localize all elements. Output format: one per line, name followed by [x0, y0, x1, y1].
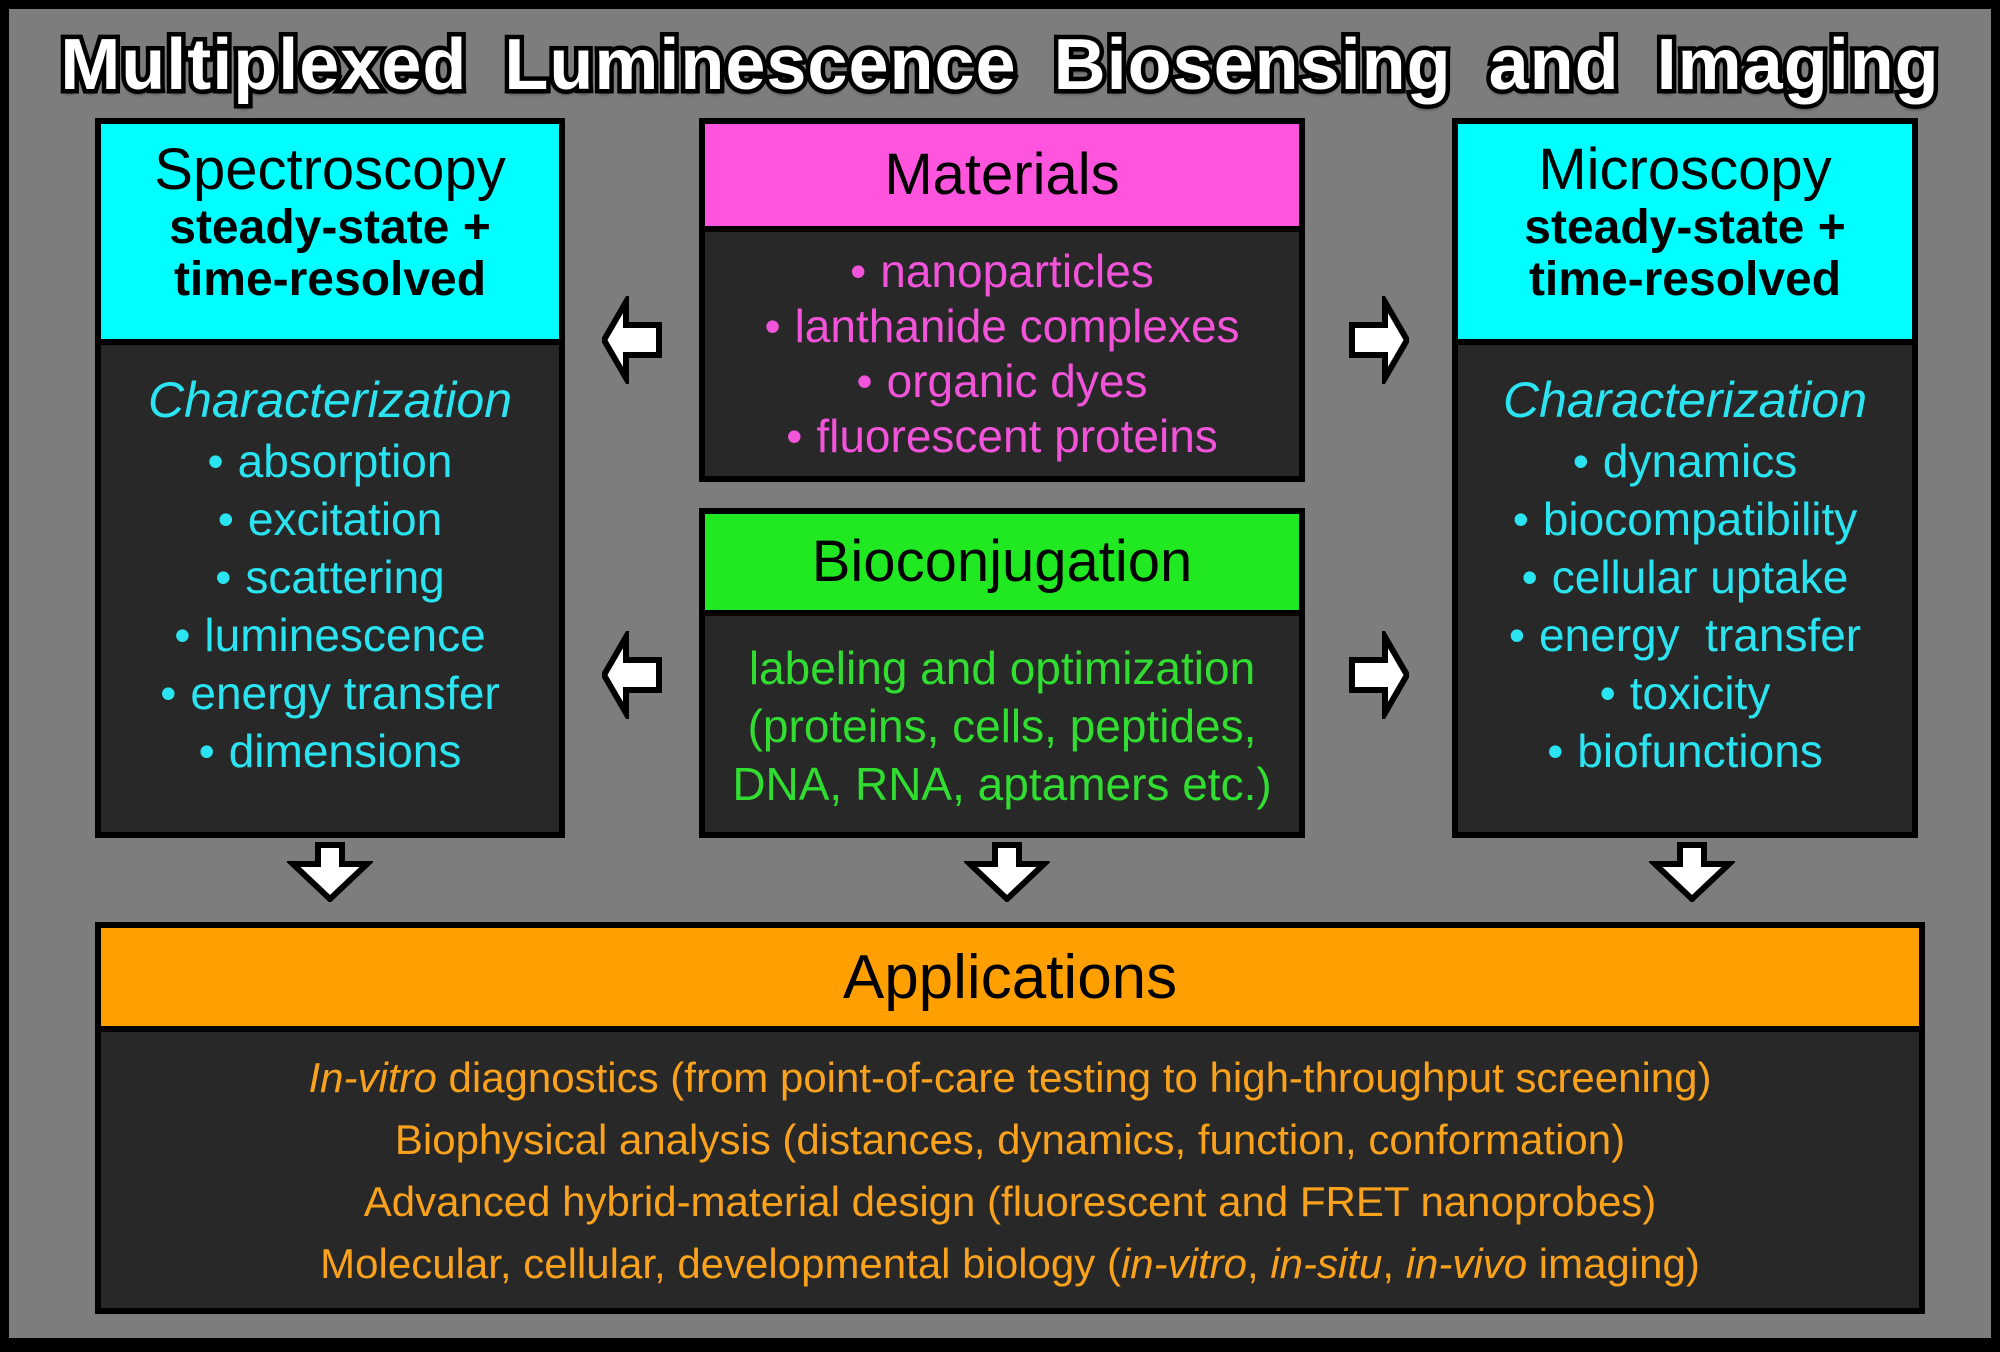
list-item: •dimensions: [198, 725, 462, 777]
applications-body: In-vitro diagnostics (from point-of-care…: [101, 1032, 1919, 1295]
applications-line: In-vitro diagnostics (from point-of-care…: [308, 1054, 1712, 1101]
materials-body: •nanoparticles •lanthanide complexes •or…: [705, 232, 1299, 464]
bullet-icon: •: [786, 410, 803, 462]
applications-line: Biophysical analysis (distances, dynamic…: [394, 1116, 1626, 1163]
bullet-icon: •: [1521, 551, 1538, 603]
microscopy-sub2: time-resolved: [1528, 253, 1842, 306]
applications-line: Advanced hybrid-material design (fluores…: [363, 1178, 1657, 1225]
bioconjugation-line: (proteins, cells, peptides,: [747, 700, 1257, 752]
spectroscopy-body: Characterization •absorption •excitation…: [101, 345, 559, 780]
list-item: •excitation: [217, 493, 443, 545]
list-item: •fluorescent proteins: [786, 410, 1218, 462]
materials-title: Materials: [884, 142, 1120, 207]
left-arrow-icon: [602, 296, 662, 384]
bullet-icon: •: [217, 493, 234, 545]
bullet-icon: •: [198, 725, 215, 777]
bioconjugation-title: Bioconjugation: [811, 529, 1193, 594]
bioconjugation-panel: Bioconjugation labeling and optimization…: [699, 508, 1305, 838]
bullet-icon: •: [1599, 667, 1616, 719]
applications-line: Molecular, cellular, developmental biolo…: [320, 1240, 1700, 1287]
microscopy-body: Characterization •dynamics •biocompatibi…: [1458, 345, 1912, 780]
list-item: •biocompatibility: [1512, 493, 1858, 545]
spectroscopy-title: Spectroscopy: [154, 137, 506, 202]
applications-title: Applications: [842, 942, 1178, 1012]
list-item: •organic dyes: [856, 355, 1148, 407]
bullet-icon: •: [1512, 493, 1529, 545]
spectroscopy-sub2: time-resolved: [173, 253, 487, 306]
bioconjugation-body: labeling and optimization (proteins, cel…: [705, 616, 1299, 813]
bullet-icon: •: [1508, 609, 1525, 661]
bullet-icon: •: [215, 551, 232, 603]
bullet-icon: •: [856, 355, 873, 407]
list-item: •nanoparticles: [850, 245, 1154, 297]
list-item: •luminescence: [174, 609, 486, 661]
list-item: •lanthanide complexes: [764, 300, 1240, 352]
bullet-icon: •: [160, 667, 177, 719]
spectroscopy-sub1: steady-state +: [169, 201, 491, 254]
bullet-icon: •: [764, 300, 781, 352]
down-arrow-icon: [964, 842, 1050, 902]
page-title-text: Multiplexed Luminescence Biosensing and …: [60, 25, 1940, 105]
list-item: •scattering: [215, 551, 445, 603]
list-item: •toxicity: [1599, 667, 1771, 719]
bullet-icon: •: [1547, 725, 1564, 777]
spectroscopy-header: Spectroscopy steady-state + time-resolve…: [101, 124, 559, 345]
down-arrow-icon: [1649, 842, 1735, 902]
applications-panel: Applications In-vitro diagnostics (from …: [95, 922, 1925, 1314]
bullet-icon: •: [850, 245, 867, 297]
figure-canvas: Multiplexed Luminescence Biosensing and …: [9, 9, 1991, 1338]
list-item: •absorption: [207, 435, 453, 487]
microscopy-body-title: Characterization: [1502, 372, 1868, 428]
bioconjugation-line: labeling and optimization: [748, 642, 1256, 694]
applications-header: Applications: [101, 928, 1919, 1032]
microscopy-title: Microscopy: [1538, 137, 1832, 202]
list-item: •energy transfer: [1508, 609, 1862, 661]
microscopy-sub1: steady-state +: [1524, 201, 1846, 254]
down-arrow-icon: [287, 842, 373, 902]
microscopy-header: Microscopy steady-state + time-resolved: [1458, 124, 1912, 345]
microscopy-panel: Microscopy steady-state + time-resolved …: [1452, 118, 1918, 838]
bioconjugation-line: DNA, RNA, aptamers etc.): [732, 758, 1272, 810]
materials-panel: Materials •nanoparticles •lanthanide com…: [699, 118, 1305, 482]
bullet-icon: •: [174, 609, 191, 661]
bioconjugation-header: Bioconjugation: [705, 514, 1299, 616]
list-item: •biofunctions: [1547, 725, 1823, 777]
page-title-outline: Multiplexed Luminescence Biosensing and …: [56, 21, 1943, 110]
left-arrow-icon: [602, 631, 662, 719]
bullet-icon: •: [1572, 435, 1589, 487]
bullet-icon: •: [207, 435, 224, 487]
list-item: •dynamics: [1572, 435, 1798, 487]
spectroscopy-body-title: Characterization: [147, 372, 513, 428]
materials-header: Materials: [705, 124, 1299, 232]
right-arrow-icon: [1349, 296, 1409, 384]
spectroscopy-panel: Spectroscopy steady-state + time-resolve…: [95, 118, 565, 838]
list-item: •cellular uptake: [1521, 551, 1849, 603]
right-arrow-icon: [1349, 631, 1409, 719]
list-item: •energy transfer: [160, 667, 500, 719]
